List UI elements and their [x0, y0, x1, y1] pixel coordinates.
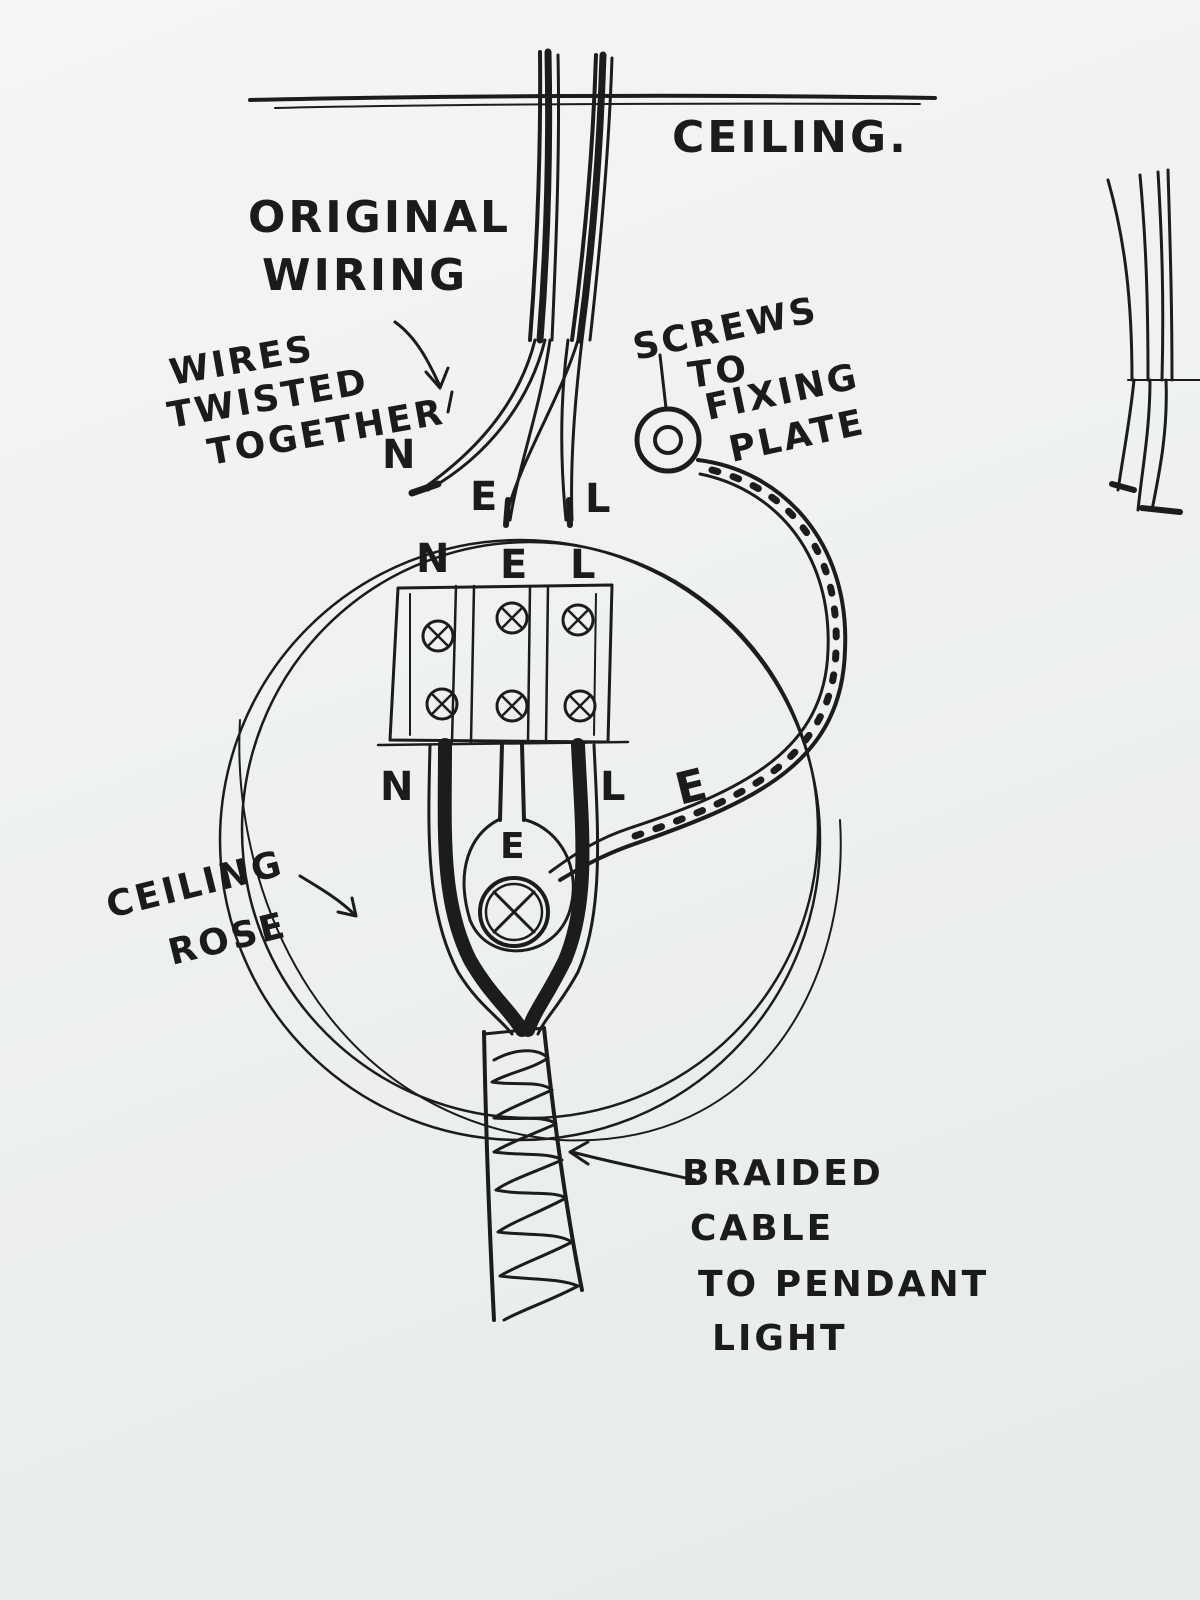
earth-cores: [503, 338, 580, 528]
wire-label-neutral: N: [382, 432, 418, 478]
fixing-screw-icon: [634, 406, 702, 474]
twisted-pointer-arrow: [393, 320, 454, 414]
terminal-screw-icon: [495, 689, 529, 723]
block-label-neutral-bottom: N: [380, 764, 416, 810]
rose-pointer-arrow: [298, 874, 358, 918]
original-wiring-label: ORIGINAL WIRING: [248, 192, 511, 301]
terminal-screw-icon: [421, 619, 455, 653]
ceiling-label: CEILING.: [672, 112, 909, 163]
svg-text:TO PENDANT: TO PENDANT: [698, 1264, 989, 1305]
terminal-screw-icon: [495, 601, 529, 635]
earth-lead-label: E: [670, 758, 714, 815]
original-cable-right: [570, 51, 614, 344]
earth-terminal-screw-icon: [478, 876, 550, 948]
svg-text:ROSE: ROSE: [164, 905, 291, 974]
svg-text:ORIGINAL: ORIGINAL: [248, 192, 511, 243]
flex-neutral-core: [427, 738, 529, 1037]
braided-pointer-arrow: [568, 1140, 697, 1182]
braided-cable: [482, 1026, 584, 1322]
earth-flying-lead: [548, 458, 848, 882]
ceiling-line: [248, 93, 937, 109]
svg-text:LIGHT: LIGHT: [712, 1318, 848, 1359]
ceiling-rose-label: CEILING ROSE: [102, 843, 291, 974]
svg-text:BRAIDED: BRAIDED: [682, 1153, 884, 1194]
earth-terminal-label: E: [500, 826, 528, 867]
block-label-earth-top: E: [500, 542, 530, 588]
terminal-screw-icon: [561, 603, 595, 637]
terminal-screw-icon: [425, 687, 459, 721]
live-cores: [560, 338, 584, 528]
svg-text:WIRING: WIRING: [262, 250, 468, 301]
terminal-screws: [421, 601, 597, 723]
braided-cable-label: BRAIDED CABLE TO PENDANT LIGHT: [682, 1153, 989, 1359]
partial-sketch-right-edge: [1106, 168, 1200, 515]
original-cable-left: [528, 48, 561, 344]
block-label-neutral-top: N: [416, 536, 452, 582]
screws-label: SCREWS TO FIXING PLATE: [629, 290, 869, 471]
flex-live-core: [521, 738, 600, 1037]
block-label-live-bottom: L: [600, 764, 629, 810]
screw-pointer-line: [658, 353, 668, 410]
neutral-cores-twisted: [408, 338, 547, 497]
svg-text:CABLE: CABLE: [690, 1208, 834, 1249]
block-label-live-top: L: [570, 542, 599, 588]
terminal-screw-icon: [563, 689, 597, 723]
flex-earth-core: [462, 743, 575, 953]
svg-text:TO: TO: [686, 348, 752, 397]
wire-label-live: L: [585, 476, 614, 522]
wire-label-earth: E: [470, 474, 500, 520]
